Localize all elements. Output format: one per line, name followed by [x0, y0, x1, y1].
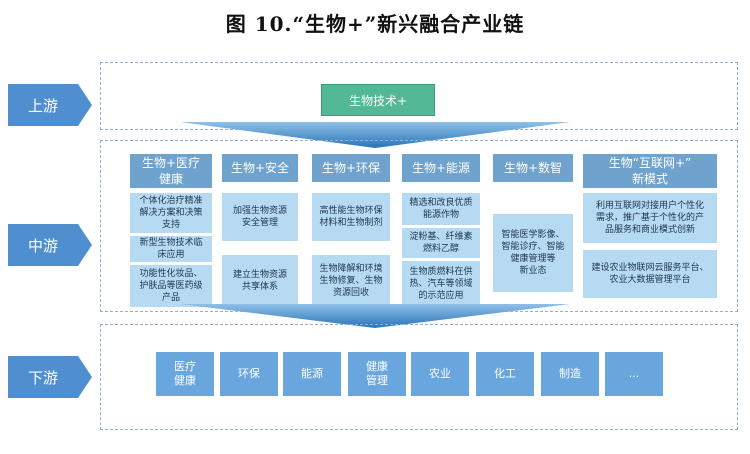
category-item: 建立生物资源 共享体系 — [222, 255, 298, 307]
category-item: 生物质燃料在供 热、汽车等领域 的示范应用 — [402, 261, 480, 307]
category-header: 生物+数智 — [493, 154, 573, 182]
category-item: 新型生物技术临 床应用 — [130, 236, 212, 262]
downstream-industry: 农业 — [411, 352, 469, 396]
category-item: 功能性化妆品、 护肤品等医药级 产品 — [130, 265, 212, 307]
downstream-industry: 化工 — [476, 352, 534, 396]
category-header: 生物+医疗 健康 — [130, 154, 212, 188]
downstream-industry: 环保 — [220, 352, 278, 396]
category-header: 生物“互联网+” 新模式 — [583, 154, 717, 188]
category-item: 淀粉基、纤维素 燃料乙醇 — [402, 228, 480, 258]
downstream-industry: 能源 — [283, 352, 341, 396]
category-header: 生物+能源 — [402, 154, 480, 182]
downstream-industry: 医疗 健康 — [156, 352, 214, 396]
downstream-industry: 制造 — [541, 352, 599, 396]
category-item: 建设农业物联网云服务平台、 农业大数据管理平台 — [583, 250, 717, 298]
diagram-title: 图 10.“生物+”新兴融合产业链 — [225, 12, 525, 36]
upstream-box: 生物技术+ — [321, 84, 435, 116]
category-item: 生物降解和环境 生物修复、生物 资源回收 — [312, 255, 390, 307]
flow-arrow-midstream-to-downstream — [180, 304, 570, 328]
category-item: 个体化治疗精准 解决方案和决策 支持 — [130, 193, 212, 233]
stage-downstream: 下游 — [8, 356, 92, 398]
downstream-industry: ... — [605, 352, 663, 396]
category-header: 生物+环保 — [312, 154, 390, 182]
stage-upstream: 上游 — [8, 84, 92, 126]
category-item: 利用互联网对接用户个性化 需求，推广基于个性化的产 品服务和商业模式创新 — [583, 193, 717, 243]
category-item: 加强生物资源 安全管理 — [222, 193, 298, 241]
flow-arrow-upstream-to-midstream — [180, 122, 570, 148]
category-header: 生物+安全 — [222, 154, 298, 182]
category-item: 高性能生物环保 材料和生物制剂 — [312, 193, 390, 241]
category-item: 精选和改良优质 能源作物 — [402, 193, 480, 225]
category-item: 智能医学影像、 智能诊疗、智能 健康管理等 新业态 — [493, 214, 573, 292]
stage-midstream: 中游 — [8, 224, 92, 266]
downstream-container — [100, 324, 738, 430]
downstream-industry: 健康 管理 — [348, 352, 406, 396]
